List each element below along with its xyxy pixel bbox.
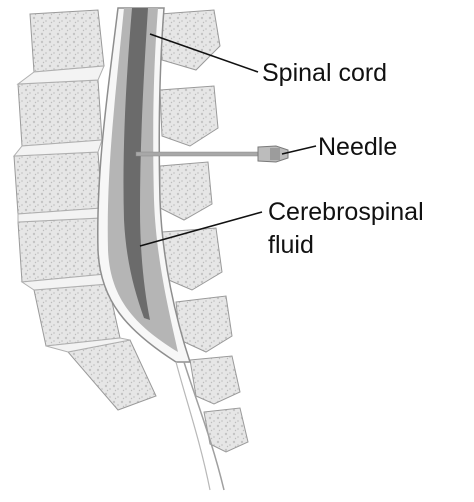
sacrum <box>68 340 156 410</box>
label-spinal-cord: Spinal cord <box>262 58 387 88</box>
label-needle: Needle <box>318 132 397 162</box>
vertebra-3 <box>14 152 102 214</box>
label-cerebrospinal: Cerebrospinal <box>268 197 424 227</box>
process-6 <box>190 356 240 404</box>
label-fluid: fluid <box>268 230 314 260</box>
spinous-processes <box>160 10 248 452</box>
process-3 <box>160 162 212 220</box>
vertebra-4 <box>18 218 106 282</box>
vertebra-2 <box>18 80 102 146</box>
process-2 <box>160 86 218 146</box>
vertebra-1 <box>30 10 104 72</box>
process-7 <box>204 408 248 452</box>
